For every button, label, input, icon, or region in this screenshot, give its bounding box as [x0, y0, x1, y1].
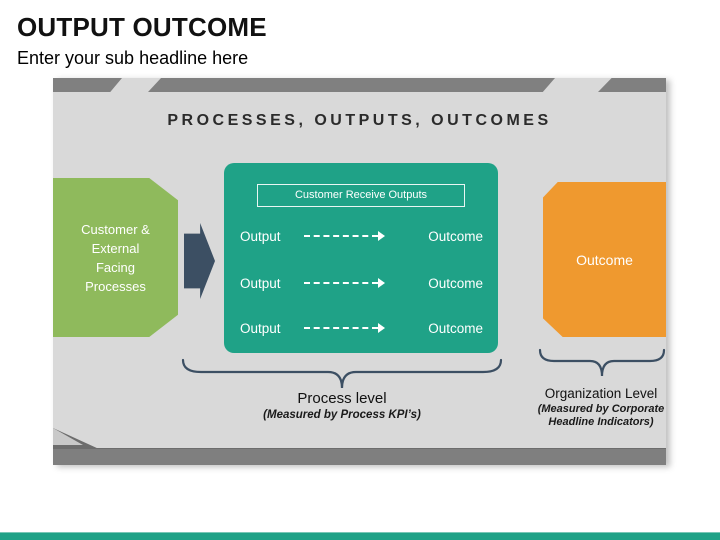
label-line: Customer & — [81, 221, 150, 237]
output-label: Output — [240, 228, 281, 244]
dashed-arrow-icon — [304, 278, 386, 288]
dashed-arrow-icon — [304, 231, 386, 241]
outcome-label: Outcome — [428, 320, 483, 336]
organization-level-label: Organization Level (Measured by Corporat… — [531, 386, 671, 429]
organization-level-note: (Measured by Corporate Headline Indicato… — [537, 403, 665, 428]
top-band-segment-left — [53, 78, 122, 92]
slide-heading: PROCESSES, OUTPUTS, OUTCOMES — [167, 112, 552, 129]
right-arrow-icon — [184, 223, 215, 299]
output-outcome-row: Output Outcome — [224, 225, 498, 247]
outcome-label: Outcome — [428, 228, 483, 244]
footer-accent-bar — [0, 532, 720, 540]
top-band-segment-middle — [148, 78, 555, 92]
page-title: OUTPUT OUTCOME — [17, 12, 267, 42]
outcome-shape: Outcome — [543, 182, 666, 337]
output-outcome-row: Output Outcome — [224, 272, 498, 294]
page-subtitle: Enter your sub headline here — [17, 48, 249, 68]
process-level-note: (Measured by Process KPI’s) — [263, 409, 421, 421]
bottom-band — [53, 448, 666, 465]
customer-processes-label: Customer & External Facing Processes — [81, 220, 150, 296]
top-band-segment-right — [598, 78, 666, 92]
output-outcome-row: Output Outcome — [224, 317, 498, 339]
outcome-label: Outcome — [428, 275, 483, 291]
outputs-panel: Customer Receive Outputs Output Outcome … — [224, 163, 498, 353]
process-level-title: Process level — [297, 390, 387, 407]
process-level-label: Process level (Measured by Process KPI’s… — [212, 390, 472, 422]
outcome-shape-label: Outcome — [576, 251, 633, 268]
process-level-brace — [181, 358, 503, 389]
slide-canvas: PROCESSES, OUTPUTS, OUTCOMES Customer & … — [53, 78, 666, 465]
label-line: Processes — [85, 278, 146, 294]
organization-level-brace — [538, 348, 666, 377]
dashed-arrow-icon — [304, 323, 386, 333]
output-label: Output — [240, 275, 281, 291]
output-label: Output — [240, 320, 281, 336]
customer-processes-shape: Customer & External Facing Processes — [53, 178, 178, 337]
label-line: External — [91, 240, 140, 256]
panel-badge: Customer Receive Outputs — [257, 184, 465, 207]
label-line: Facing — [95, 259, 135, 275]
organization-level-title: Organization Level — [544, 386, 658, 401]
